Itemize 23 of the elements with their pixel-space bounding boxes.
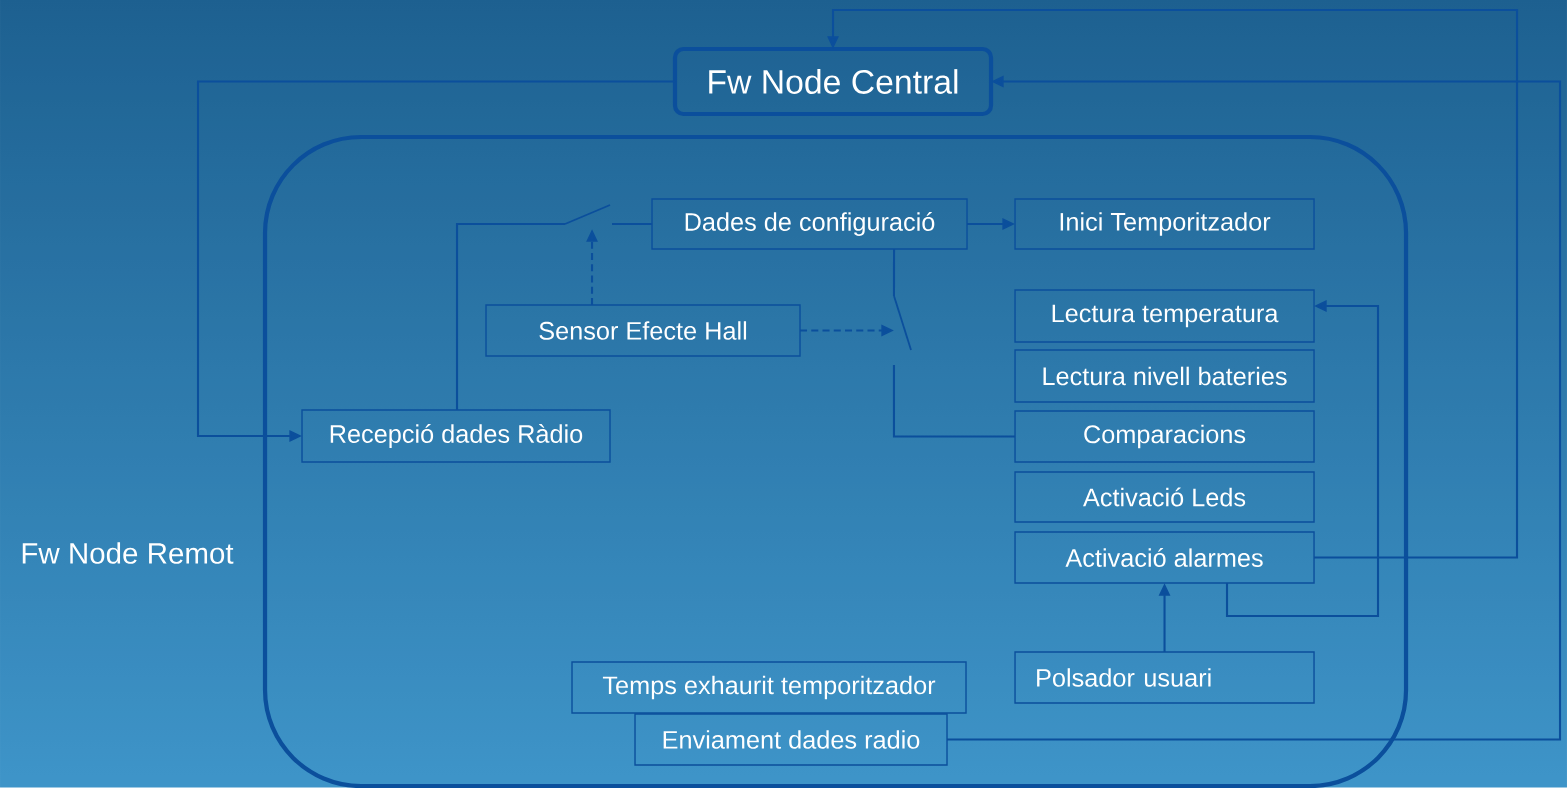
arrow <box>1225 300 1380 618</box>
process-box: Recepció dades Ràdio <box>301 409 611 463</box>
connector-line <box>892 249 896 297</box>
connector-line <box>892 365 1016 438</box>
process-box: Activació Leds <box>1014 471 1315 523</box>
switch-symbol <box>893 295 912 351</box>
arrow <box>827 8 1519 559</box>
process-box: Lectura temperatura <box>1014 289 1315 343</box>
connector-line <box>455 222 566 410</box>
process-box: Comparacions <box>1014 410 1315 463</box>
process-box: Dades de configuració <box>651 198 968 250</box>
process-box: Activació alarmes <box>1014 531 1315 584</box>
switch-symbol <box>564 204 611 225</box>
process-box: Enviament dades radio <box>634 713 948 766</box>
connector-line <box>612 222 653 226</box>
process-box: Lectura nivell bateries <box>1014 349 1315 403</box>
arrow <box>196 80 675 442</box>
process-box: Polsador usuari <box>1014 651 1315 704</box>
process-box: Temps exhaurit temporitzador <box>571 661 967 714</box>
process-box: Inici Temporitzador <box>1014 198 1315 250</box>
process-box: Fw Node Central <box>672 46 994 117</box>
process-box: Sensor Efecte Hall <box>485 304 801 357</box>
group-label: Fw Node Remot <box>22 542 234 564</box>
